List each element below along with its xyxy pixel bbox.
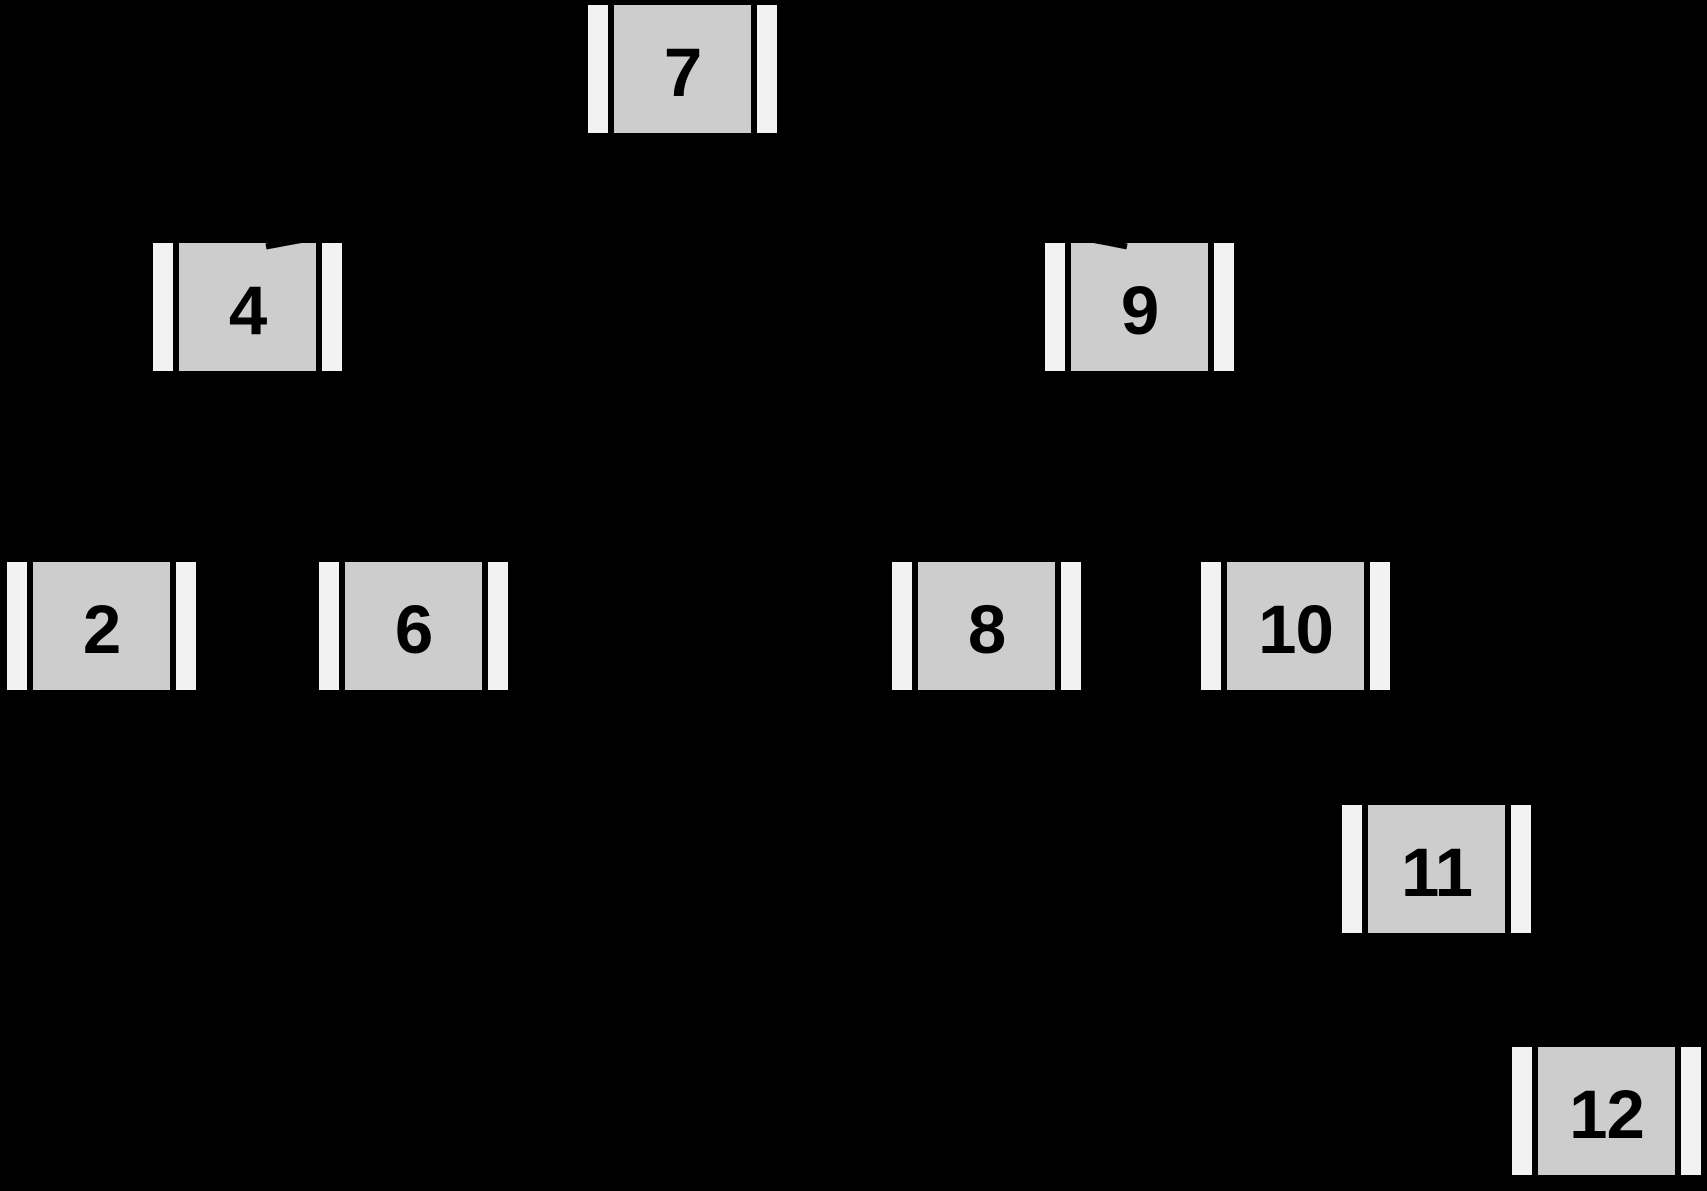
- right-pointer-cell: [1370, 562, 1390, 690]
- tree-node-8: 8: [892, 562, 1081, 690]
- tree-node-2: 2: [7, 562, 196, 690]
- node-value-cell: 12: [1538, 1047, 1675, 1175]
- edge-7-4: [265, 132, 601, 250]
- tree-node-12: 12: [1512, 1047, 1701, 1175]
- right-pointer-cell: [1511, 805, 1531, 933]
- tree-node-10: 10: [1201, 562, 1390, 690]
- right-pointer-cell: [1061, 562, 1081, 690]
- node-value-cell: 2: [33, 562, 170, 690]
- node-value-cell: 8: [918, 562, 1055, 690]
- tree-node-9: 9: [1045, 243, 1234, 371]
- node-value-cell: 6: [345, 562, 482, 690]
- node-value: 8: [967, 590, 1006, 668]
- right-pointer-cell: [322, 243, 342, 371]
- node-value: 10: [1258, 590, 1334, 668]
- tree-node-6: 6: [319, 562, 508, 690]
- node-value: 6: [394, 590, 433, 668]
- right-pointer-cell: [1681, 1047, 1701, 1175]
- right-pointer-cell: [757, 5, 777, 133]
- left-pointer-cell: [153, 243, 173, 371]
- node-value-cell: 10: [1227, 562, 1364, 690]
- left-pointer-cell: [588, 5, 608, 133]
- left-pointer-cell: [7, 562, 27, 690]
- node-value-cell: 11: [1368, 805, 1505, 933]
- left-pointer-cell: [892, 562, 912, 690]
- tree-node-4: 4: [153, 243, 342, 371]
- edge-11-12: [1518, 934, 1609, 1045]
- node-value: 9: [1120, 271, 1159, 349]
- left-pointer-cell: [1342, 805, 1362, 933]
- node-value-cell: 7: [614, 5, 751, 133]
- left-pointer-cell: [1045, 243, 1065, 371]
- edge-4-2: [98, 373, 166, 559]
- edge-4-6: [329, 373, 416, 559]
- edge-9-10: [1221, 372, 1298, 559]
- edge-9-8: [983, 372, 1058, 559]
- right-pointer-cell: [176, 562, 196, 690]
- right-pointer-cell: [488, 562, 508, 690]
- edge-10-11: [1377, 691, 1439, 802]
- left-pointer-cell: [1512, 1047, 1532, 1175]
- tree-node-7: 7: [588, 5, 777, 133]
- node-value-cell: 9: [1071, 243, 1208, 371]
- node-value: 2: [82, 590, 121, 668]
- tree-node-11: 11: [1342, 805, 1531, 933]
- left-pointer-cell: [319, 562, 339, 690]
- edge-7-9: [764, 132, 1128, 250]
- left-pointer-cell: [1201, 562, 1221, 690]
- node-value-cell: 4: [179, 243, 316, 371]
- node-value: 12: [1569, 1075, 1645, 1153]
- right-pointer-cell: [1214, 243, 1234, 371]
- node-value: 7: [663, 33, 702, 111]
- node-value: 11: [1401, 833, 1473, 911]
- node-value: 4: [228, 271, 267, 349]
